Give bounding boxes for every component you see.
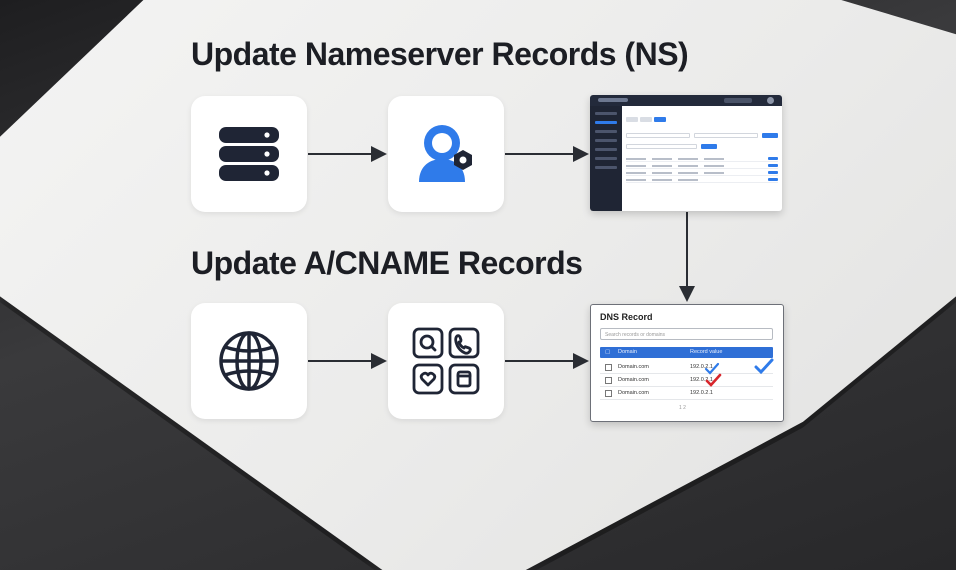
globe-icon (219, 331, 279, 391)
dashboard-sidebar (590, 106, 622, 211)
table-row[interactable]: Domain.com 192.0.2.1 (600, 374, 773, 387)
dashboard-topbar (590, 95, 782, 106)
dashboard-main (626, 109, 778, 207)
row-checkbox[interactable] (605, 364, 612, 371)
dns-panel-heading: DNS Record (600, 312, 653, 322)
database-card (191, 96, 307, 212)
dns-table-header: ▢ Domain Record value (600, 347, 773, 358)
registrar-dashboard-screenshot (590, 95, 782, 211)
check-icon (754, 358, 774, 375)
avatar (767, 97, 774, 104)
dashboard-table (626, 157, 778, 183)
section-title-a-cname: Update A/CNAME Records (191, 245, 583, 281)
globe-card (191, 303, 307, 419)
check-icon (705, 373, 722, 387)
database-icon (219, 127, 279, 181)
check-icon (704, 362, 720, 375)
pagination[interactable]: 1 2 (679, 405, 686, 411)
col-domain: Domain (618, 349, 637, 355)
dns-record-panel: DNS Record Search records or domains ▢ D… (590, 304, 784, 422)
section-title-ns: Update Nameserver Records (NS) (191, 36, 689, 72)
table-row[interactable]: Domain.com 192.0.2.1 (600, 387, 773, 400)
app-grid-card (388, 303, 504, 419)
app-grid-icon (412, 327, 480, 395)
user-settings-icon (419, 125, 472, 182)
header-checkbox[interactable]: ▢ (605, 349, 611, 355)
col-value: Record value (690, 349, 723, 355)
checkmarks (704, 358, 774, 387)
dns-search-input[interactable]: Search records or domains (600, 328, 773, 340)
table-row[interactable]: Domain.com 192.0.2.1 (600, 361, 773, 374)
row-checkbox[interactable] (605, 390, 612, 397)
user-settings-card (388, 96, 504, 212)
row-checkbox[interactable] (605, 377, 612, 384)
